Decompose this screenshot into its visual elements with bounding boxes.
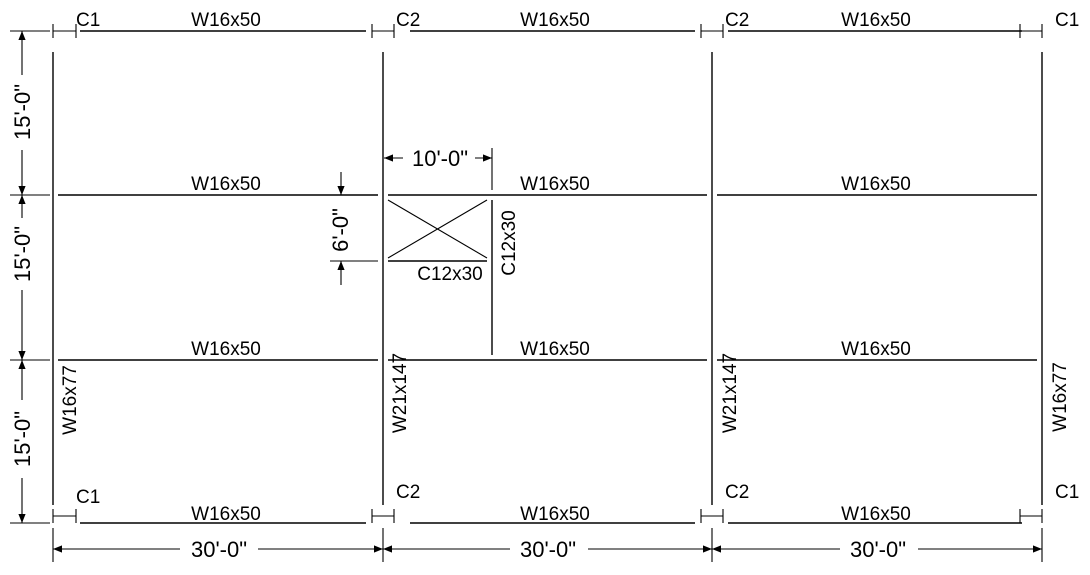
column-label-top-3: C2 xyxy=(725,10,749,31)
channel-label-header: C12x30 xyxy=(417,264,483,285)
beam-label-bottom-1: W16x50 xyxy=(191,504,261,525)
beam-label-row2-1: W16x50 xyxy=(191,339,261,360)
column-symbol-bottom-2 xyxy=(371,509,395,523)
girder-label-interior-1: W21x147 xyxy=(390,353,411,433)
dim-span-label-3: 15'-0" xyxy=(10,411,35,467)
column-symbol-bottom-3 xyxy=(700,509,724,523)
beam-label-row1-1: W16x50 xyxy=(191,174,261,195)
beam-label-bottom-2: W16x50 xyxy=(520,504,590,525)
beam-label-row2-3: W16x50 xyxy=(841,339,911,360)
column-symbol-bottom-1 xyxy=(52,509,77,523)
column-label-top-4: C1 xyxy=(1055,10,1079,31)
dim-span-label-1: 15'-0" xyxy=(10,84,35,140)
beam-label-row1-3: W16x50 xyxy=(841,174,911,195)
dim-opening-width-label: 10'-0" xyxy=(412,146,468,171)
column-symbol-bottom-4 xyxy=(1019,509,1043,523)
column-symbol-top-4 xyxy=(1019,24,1043,38)
beam-label-row1-2: W16x50 xyxy=(520,174,590,195)
column-label-bottom-3: C2 xyxy=(725,482,749,503)
girder-label-right: W16x77 xyxy=(1050,362,1071,432)
beam-label-row2-2: W16x50 xyxy=(520,339,590,360)
beam-label-top-1: W16x50 xyxy=(191,10,261,31)
opening-cross-2 xyxy=(387,199,488,259)
column-symbol-top-2 xyxy=(371,24,395,38)
column-label-bottom-2: C2 xyxy=(396,482,420,503)
channel-label-jamb: C12x30 xyxy=(499,210,520,276)
dim-opening-depth-label: 6'-0" xyxy=(328,208,353,252)
dim-bay-label-1: 30'-0" xyxy=(191,537,247,562)
dim-bay-label-2: 30'-0" xyxy=(520,537,576,562)
column-symbol-top-1 xyxy=(52,24,77,38)
girder-label-left: W16x77 xyxy=(60,365,81,435)
column-label-top-1: C1 xyxy=(76,10,100,31)
column-symbol-top-3 xyxy=(700,24,724,38)
column-label-bottom-1: C1 xyxy=(76,487,100,508)
beam-label-top-3: W16x50 xyxy=(841,10,911,31)
dim-span-label-2: 15'-0" xyxy=(10,226,35,282)
column-label-bottom-4: C1 xyxy=(1055,482,1079,503)
girder-label-interior-2: W21x147 xyxy=(720,353,741,433)
dim-bay-label-3: 30'-0" xyxy=(850,537,906,562)
beam-label-bottom-3: W16x50 xyxy=(841,504,911,525)
beam-label-top-2: W16x50 xyxy=(520,10,590,31)
column-label-top-2: C2 xyxy=(396,10,420,31)
